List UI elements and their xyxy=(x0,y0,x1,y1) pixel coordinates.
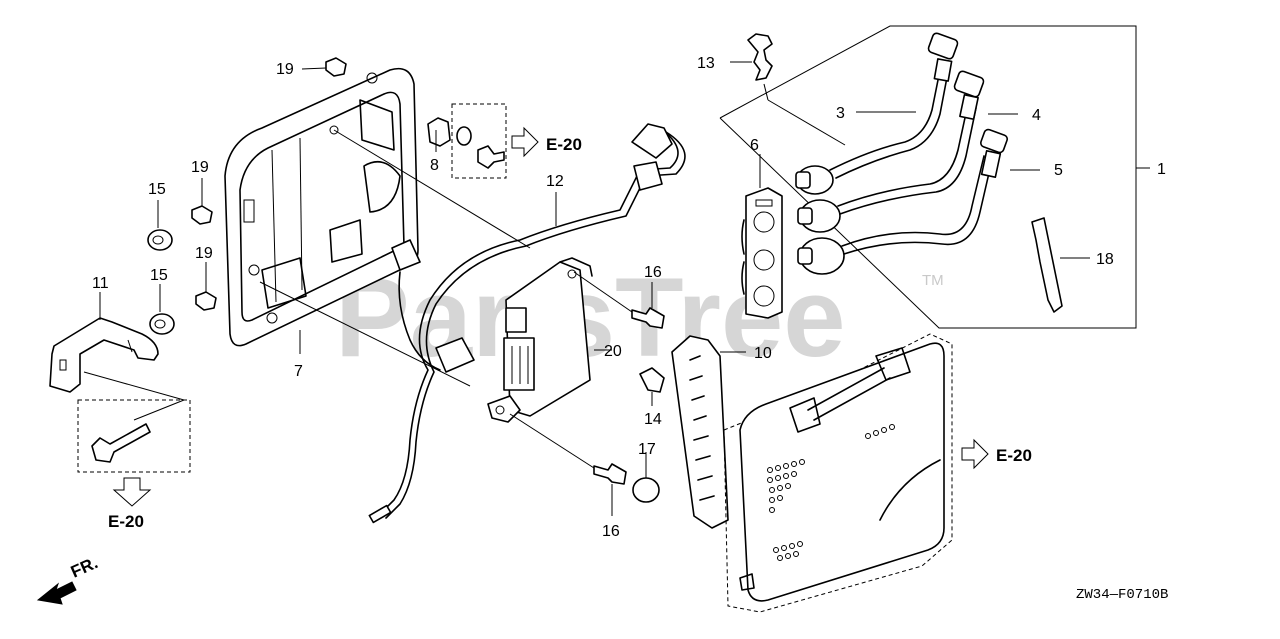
part-8-grommet[interactable] xyxy=(427,117,451,147)
part-19-screw-top[interactable] xyxy=(325,57,347,77)
reference-arrow-down xyxy=(112,477,152,507)
part-20-control-module[interactable] xyxy=(487,257,593,423)
callout-label: 5 xyxy=(1054,162,1063,179)
callout-label: 12 xyxy=(546,173,564,190)
callout-label: 19 xyxy=(276,61,294,78)
reference-label[interactable]: E-20 xyxy=(996,446,1032,465)
callout-label: 11 xyxy=(92,275,109,292)
part-19-screw-middle[interactable] xyxy=(191,205,213,225)
callout-label: 14 xyxy=(644,411,662,428)
callout-label: 10 xyxy=(754,345,772,362)
cover-panel[interactable] xyxy=(723,333,953,613)
part-15-grommet-upper[interactable] xyxy=(147,229,173,251)
callout-label: 13 xyxy=(697,55,715,72)
callout-labels: 1 3 4 5 6 7 8 10 11 12 13 14 15 15 16 16… xyxy=(92,55,1166,540)
callout-label: 7 xyxy=(294,363,303,380)
part-11-bracket[interactable] xyxy=(49,317,185,421)
part-14-clip[interactable] xyxy=(639,367,665,393)
callout-label: 1 xyxy=(1157,161,1166,178)
reference-label[interactable]: E-20 xyxy=(108,512,144,531)
callout-label: 15 xyxy=(148,181,166,198)
part-13-clip[interactable] xyxy=(747,33,846,146)
part-6-coil-grommet[interactable] xyxy=(741,187,783,319)
part-5-ignition-coil[interactable] xyxy=(797,128,1009,275)
callout-label: 19 xyxy=(191,159,209,176)
reference-arrow-right-lower xyxy=(961,438,989,470)
part-4-ignition-coil[interactable] xyxy=(797,70,985,233)
callout-label: 6 xyxy=(750,137,759,154)
front-marker-label: FR. xyxy=(68,553,101,581)
callout-label: 8 xyxy=(430,157,439,174)
part-16-screw-lower[interactable] xyxy=(593,463,627,485)
callout-label: 3 xyxy=(836,105,845,122)
part-19-screw-lower[interactable] xyxy=(195,291,217,311)
part-3-ignition-coil[interactable] xyxy=(795,32,959,195)
washer-bolt-box xyxy=(451,103,507,179)
front-direction-arrow xyxy=(36,581,77,605)
reference-label[interactable]: E-20 xyxy=(546,135,582,154)
diagram-code: ZW34—F0710B xyxy=(1076,587,1168,603)
part-17-cap[interactable] xyxy=(632,477,660,503)
reference-arrow-right-upper xyxy=(511,126,539,158)
callout-label: 15 xyxy=(150,267,168,284)
callout-label: 4 xyxy=(1032,107,1041,124)
part-10-wire-clamp[interactable] xyxy=(671,335,746,529)
trademark-symbol: TM xyxy=(922,272,944,289)
part-7-panel-base[interactable] xyxy=(224,67,419,352)
part-15-grommet-lower[interactable] xyxy=(149,313,175,335)
callout-label: 19 xyxy=(195,245,213,262)
callout-label: 18 xyxy=(1096,251,1114,268)
bracket-bolt-box xyxy=(77,399,191,473)
callout-label: 17 xyxy=(638,441,656,458)
ignition-coil-group-frame xyxy=(719,25,1137,329)
callout-label: 16 xyxy=(602,523,620,540)
callout-label: 20 xyxy=(604,343,622,360)
part-18-bracket[interactable] xyxy=(1031,217,1090,313)
leader-lines xyxy=(99,61,1150,516)
part-12-wire-harness[interactable] xyxy=(368,123,686,524)
callout-label: 16 xyxy=(644,264,662,281)
part-16-screw-upper[interactable] xyxy=(631,307,665,329)
